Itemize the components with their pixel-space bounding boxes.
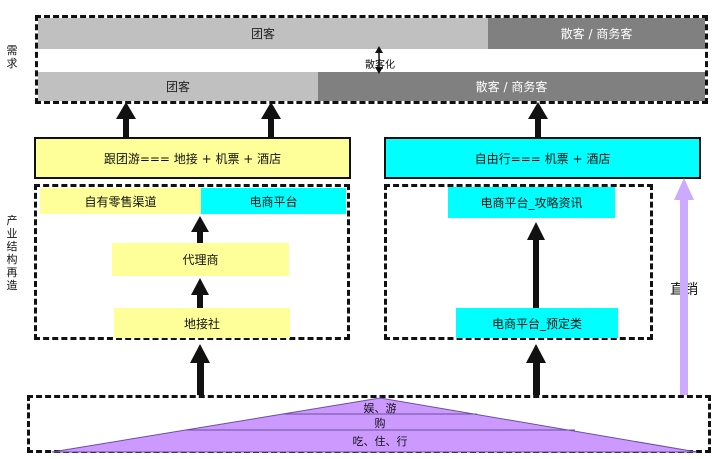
- base-basics-label: 吃、住、行: [352, 434, 408, 448]
- independent-travel-header: 自由行=== 机票 + 酒店: [384, 137, 701, 179]
- base-triangle: [51, 397, 698, 453]
- demand-individual-future: 散客 / 商务客: [318, 72, 705, 101]
- demand-block: [35, 15, 708, 104]
- arrow-base-to-left: [190, 344, 210, 395]
- right-industry-block: [384, 184, 653, 340]
- own-retail-channel: 自有零售渠道: [40, 188, 201, 214]
- base-shopping-label: 购: [374, 416, 386, 430]
- arrow-booking-to-guide: [527, 222, 545, 308]
- arrow-left-header-2: [261, 102, 281, 137]
- arrow-local-to-agent: [191, 278, 209, 308]
- demand-group-current: 团客: [38, 18, 488, 49]
- base-entertainment-label: 娱、游: [363, 402, 397, 415]
- guide-platform-box: 电商平台_攻略资讯: [448, 187, 615, 218]
- demand-group-future: 团客: [38, 72, 318, 101]
- local-agency-box: 地接社: [114, 308, 290, 338]
- agent-box: 代理商: [112, 243, 289, 276]
- individualization-arrow: [375, 46, 383, 74]
- arrow-left-header-1: [116, 102, 136, 137]
- demand-side-label: 需求: [6, 44, 18, 70]
- direct-sales-arrow: [674, 178, 694, 395]
- left-industry-block: [34, 184, 350, 340]
- arrow-base-to-right: [526, 344, 546, 395]
- arrow-agent-to-retail: [191, 216, 209, 243]
- group-tour-header: 跟团游=== 地接 + 机票 + 酒店: [34, 137, 351, 179]
- booking-platform-box: 电商平台_预定类: [456, 308, 618, 338]
- arrow-right-header: [528, 102, 548, 137]
- demand-individual-current: 散客 / 商务客: [488, 18, 705, 49]
- ecommerce-platform: 电商平台: [201, 188, 346, 214]
- industry-side-label: 产业结构再造: [6, 214, 18, 292]
- individualization-label: 散客化: [365, 59, 395, 71]
